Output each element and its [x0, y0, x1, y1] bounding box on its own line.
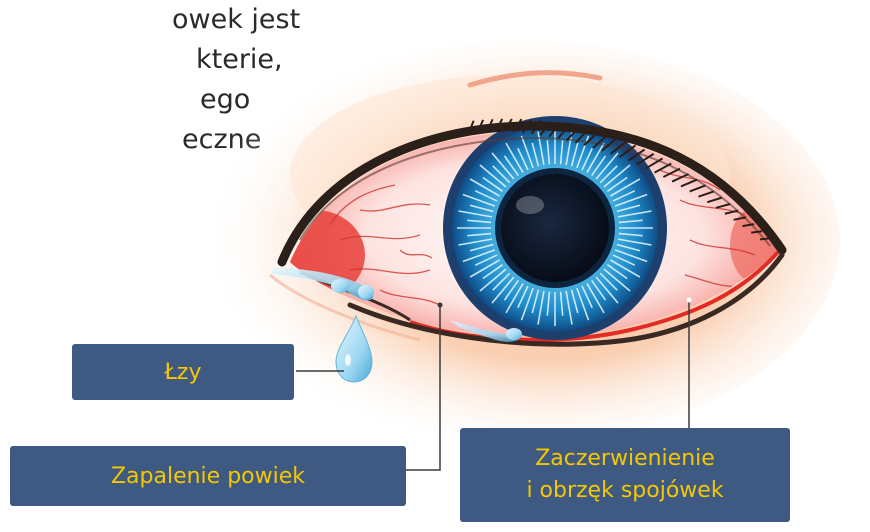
tear-bead-3 [506, 328, 522, 340]
pupil-highlight [516, 196, 544, 214]
pupil [501, 174, 609, 282]
label-blepharitis: Zapalenie powiek [10, 446, 406, 506]
eyelash [760, 238, 770, 239]
label-blepharitis-text: Zapalenie powiek [111, 464, 305, 489]
leader-dot-redness [687, 298, 692, 303]
leader-dot-blepharitis [438, 303, 443, 308]
label-redness: Zaczerwienienie i obrzęk spojówek [460, 428, 790, 522]
label-redness-line2: i obrzęk spojówek [526, 475, 723, 507]
tear-drop-highlight [345, 354, 351, 366]
tear-bead-2 [358, 285, 374, 299]
label-redness-line1: Zaczerwienienie [535, 443, 715, 475]
tear-bead-1 [331, 279, 349, 293]
label-tears-text: Łzy [165, 360, 202, 385]
label-tears: Łzy [72, 344, 294, 400]
